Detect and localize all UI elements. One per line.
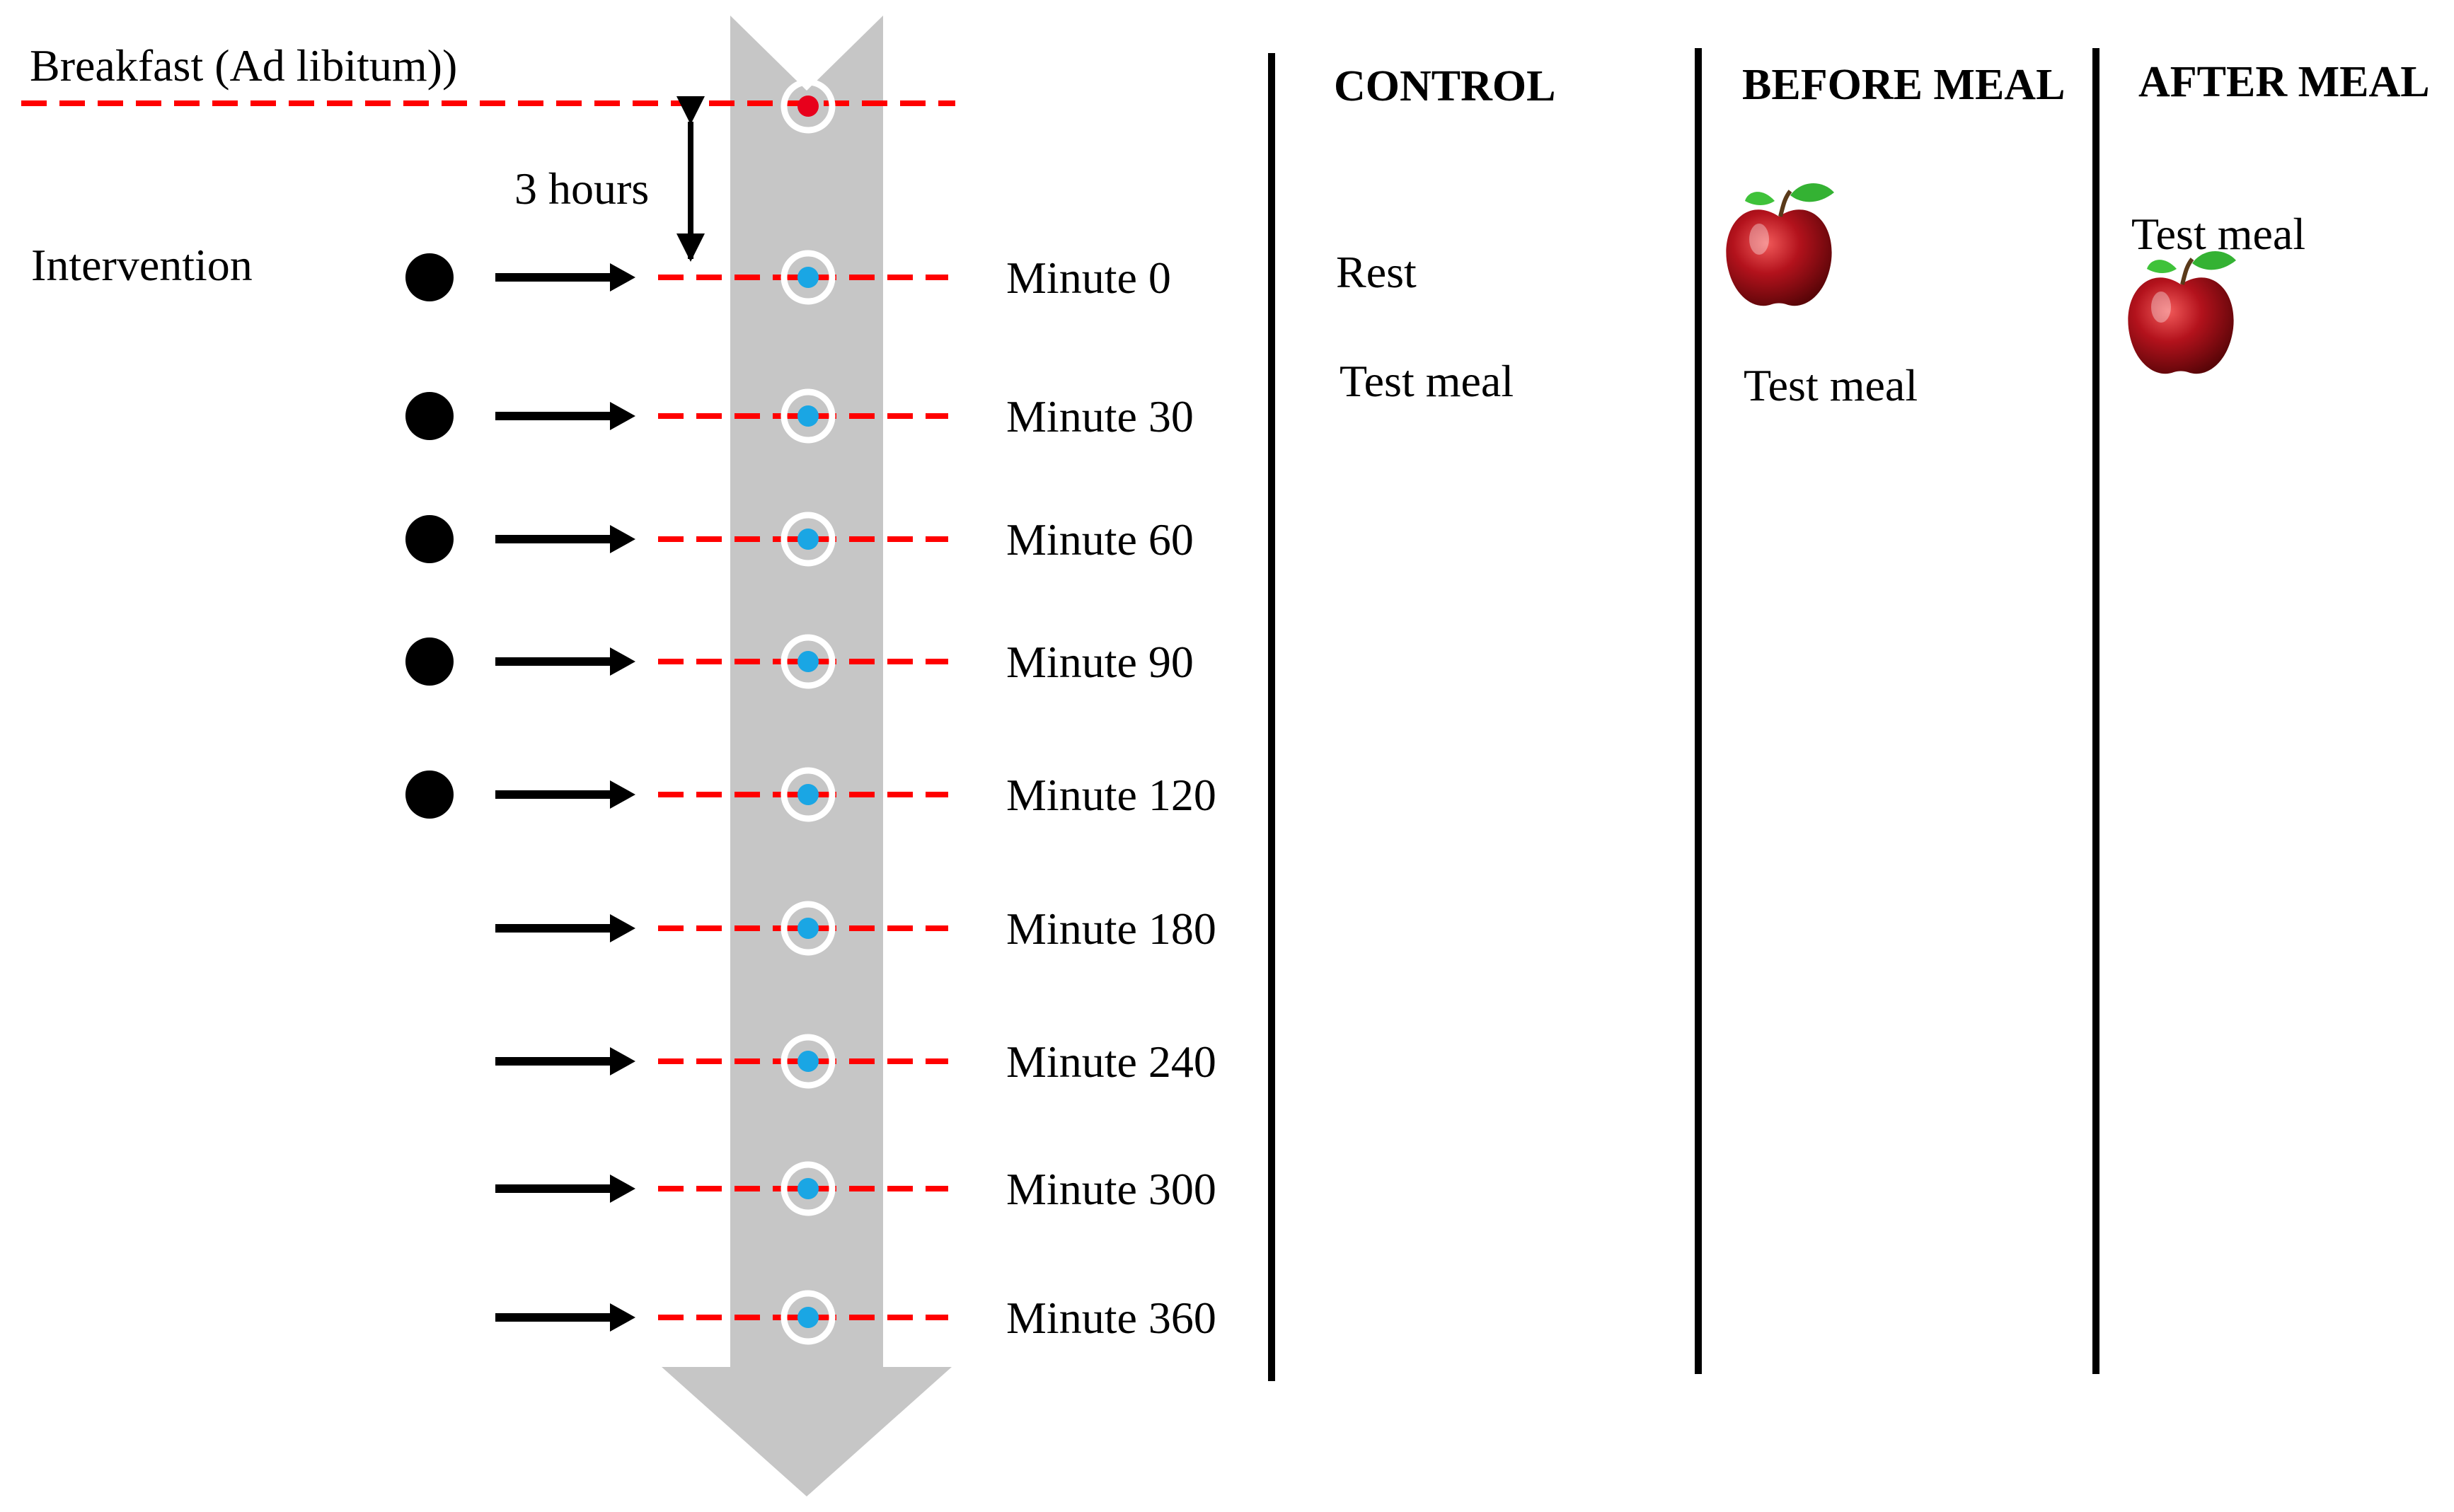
sample-marker-ring — [780, 1161, 836, 1216]
sampling-arrow-head — [610, 1175, 635, 1203]
apple-icon — [1726, 183, 1834, 306]
sample-dot — [797, 918, 819, 939]
timepoint-label: Minute 120 — [1006, 770, 1216, 820]
timepoint-label: Minute 90 — [1006, 637, 1194, 687]
control-header: CONTROL — [1334, 62, 1555, 110]
sample-dot — [797, 405, 819, 427]
sample-dot — [797, 529, 819, 550]
control-item-rest: Rest — [1336, 247, 1417, 297]
after-meal-item-test-meal: Test meal — [2131, 209, 2305, 259]
sample-marker-ring — [780, 767, 836, 822]
sampling-arrow-head — [610, 1047, 635, 1075]
intervention-label: Intervention — [31, 240, 253, 290]
sampling-arrow-head — [610, 1303, 635, 1332]
after-meal-header: AFTER MEAL — [2138, 58, 2430, 106]
breakfast-label: Breakfast (Ad libitum)) — [30, 40, 457, 91]
timepoint-label: Minute 0 — [1006, 253, 1171, 303]
sample-marker-ring — [780, 1034, 836, 1089]
timepoint-label: Minute 300 — [1006, 1164, 1216, 1214]
timepoint-label: Minute 240 — [1006, 1037, 1216, 1087]
intervention-dot — [405, 392, 454, 440]
sampling-arrow-head — [610, 647, 635, 676]
breakfast-dot — [797, 96, 819, 117]
sample-marker-ring — [780, 1290, 836, 1345]
sample-dot — [797, 651, 819, 672]
timepoint-label: Minute 30 — [1006, 391, 1194, 442]
timepoint-label: Minute 360 — [1006, 1293, 1216, 1343]
sampling-arrow-head — [610, 914, 635, 942]
sample-marker-ring — [780, 388, 836, 444]
control-item-test-meal: Test meal — [1340, 356, 1514, 406]
intervention-dot — [405, 253, 454, 301]
sample-marker-ring — [780, 250, 836, 305]
intervention-dot — [405, 771, 454, 819]
timepoint-label: Minute 180 — [1006, 904, 1216, 954]
three-hours-label: 3 hours — [514, 163, 649, 214]
timepoint-rows: Minute 0 Minute 30 Minute 60 Minute 90 Minut… — [405, 250, 1216, 1345]
sample-dot — [797, 1051, 819, 1072]
sample-dot — [797, 1178, 819, 1199]
sample-marker-ring — [780, 512, 836, 567]
timepoint-label: Minute 60 — [1006, 514, 1194, 565]
sampling-arrow-head — [610, 780, 635, 809]
before-meal-header: BEFORE MEAL — [1742, 61, 2065, 109]
apple-icon — [2128, 250, 2236, 374]
sampling-arrow-head — [610, 402, 635, 430]
breakfast-marker-ring — [780, 79, 836, 134]
sampling-arrow-head — [610, 525, 635, 553]
sample-dot — [797, 267, 819, 288]
sampling-arrow-head — [610, 263, 635, 292]
sample-marker-ring — [780, 901, 836, 956]
intervention-dot — [405, 637, 454, 686]
sample-marker-ring — [780, 634, 836, 689]
before-meal-item-test-meal: Test meal — [1744, 360, 1918, 410]
sample-dot — [797, 784, 819, 805]
sample-dot — [797, 1307, 819, 1328]
intervention-dot — [405, 515, 454, 563]
timeline-arrow — [662, 16, 952, 1496]
